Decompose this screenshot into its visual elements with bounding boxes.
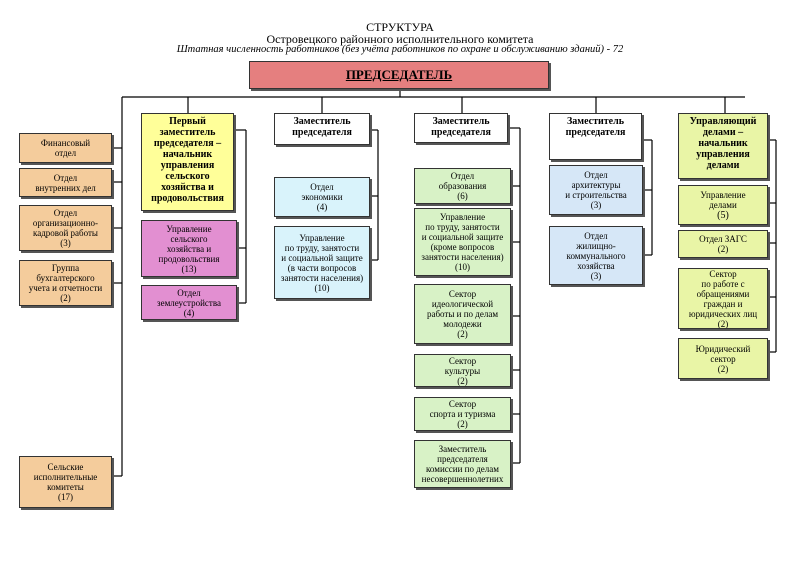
column-title: Заместитель председателя xyxy=(431,116,491,138)
unit-name: Группа бухгалтерского учета и отчетности xyxy=(28,263,103,293)
village-committees-box: Сельские исполнительные комитеты (17) xyxy=(19,456,112,508)
unit-count: (17) xyxy=(57,492,73,502)
unit-count: (4) xyxy=(316,202,328,212)
legal-sector: Юридический сектор (2) xyxy=(678,338,768,379)
unit-name: Отдел архитектуры и строительства xyxy=(565,170,627,200)
culture-sector: Сектор культуры (2) xyxy=(414,354,511,387)
unit-name: Сектор по работе с обращениями граждан и… xyxy=(688,268,758,319)
registry-office-department: Отдел ЗАГС (2) xyxy=(678,230,768,258)
unit-name: Отдел образования xyxy=(438,171,487,191)
unit-count: (4) xyxy=(183,307,195,318)
unit-count: (3) xyxy=(60,238,71,248)
unit-name: Управление делами xyxy=(700,189,746,210)
unit-count: (2) xyxy=(717,318,729,329)
housing-utilities-department: Отдел жилищно- коммунального хозяйства (… xyxy=(549,226,643,285)
left-unit-accounting: Группа бухгалтерского учета и отчетности… xyxy=(19,260,112,306)
first-deputy-head: Первый заместитель председателя – началь… xyxy=(141,113,234,211)
staff-note: Штатная численность работников (без учёт… xyxy=(176,44,624,55)
education-department: Отдел образования (6) xyxy=(414,168,511,204)
unit-name: Сектор культуры xyxy=(444,355,481,376)
citizen-appeals-sector: Сектор по работе с обращениями граждан и… xyxy=(678,268,768,329)
architecture-construction-department: Отдел архитектуры и строительства (3) xyxy=(549,165,643,215)
column-title: Заместитель председателя xyxy=(565,116,626,138)
unit-name: Финансовый отдел xyxy=(40,138,91,158)
unit-name: Сектор спорта и туризма xyxy=(429,399,496,419)
manager-head: Управляющий делами – начальник управлени… xyxy=(678,113,768,179)
unit-count: (3) xyxy=(590,270,602,281)
unit-name: Отдел внутренних дел xyxy=(35,172,96,193)
page-title: СТРУКТУРА xyxy=(366,20,434,34)
land-management-department: Отдел землеустройства (4) xyxy=(141,285,237,320)
deputy-social-head: Заместитель председателя xyxy=(414,113,508,143)
left-unit-internal-affairs: Отдел внутренних дел xyxy=(19,168,112,197)
unit-name: Управление по труду, занятости и социаль… xyxy=(280,232,364,283)
juvenile-commission-deputy: Заместитель председателя комиссии по дел… xyxy=(414,440,511,488)
column-title: Первый заместитель председателя – началь… xyxy=(151,116,224,204)
column-title: Управляющий делами – начальник управлени… xyxy=(689,116,757,171)
ideology-youth-sector: Сектор идеологической работы и по делам … xyxy=(414,284,511,344)
page-subtitle: Островецкого районного исполнительного к… xyxy=(266,32,534,46)
unit-name: Сектор идеологической работы и по делам … xyxy=(426,289,499,329)
unit-name: Управление сельского хозяйства и продово… xyxy=(158,223,220,264)
unit-name: Отдел ЗАГС xyxy=(699,234,747,244)
unit-name: Сельские исполнительные комитеты xyxy=(33,462,98,492)
labor-social-protection-department: Управление по труду, занятости и социаль… xyxy=(414,208,511,276)
chairman-label: ПРЕДСЕДАТЕЛЬ xyxy=(345,67,453,82)
unit-count: (6) xyxy=(457,191,468,201)
unit-name: Заместитель председателя комиссии по дел… xyxy=(421,444,504,484)
deputy-construction-head: Заместитель председателя xyxy=(549,113,642,160)
unit-count: (5) xyxy=(717,209,729,221)
unit-count: (2) xyxy=(60,293,71,303)
unit-count: (13) xyxy=(181,263,197,274)
unit-name: Юридический сектор xyxy=(695,343,751,364)
sport-tourism-sector: Сектор спорта и туризма (2) xyxy=(414,397,511,431)
unit-count: (10) xyxy=(314,282,330,293)
unit-count: (3) xyxy=(590,200,602,210)
deputy-economy-head: Заместитель председателя xyxy=(274,113,370,145)
unit-name: Отдел жилищно- коммунального хозяйства xyxy=(566,230,626,271)
unit-count: (2) xyxy=(717,244,729,254)
left-unit-finance: Финансовый отдел xyxy=(19,133,112,163)
column-title: Заместитель председателя xyxy=(292,116,352,138)
economy-department: Отдел экономики (4) xyxy=(274,177,370,217)
unit-count: (2) xyxy=(457,419,468,429)
unit-name: Отдел землеустройства xyxy=(157,287,221,308)
labor-employment-department: Управление по труду, занятости и социаль… xyxy=(274,226,370,299)
unit-count: (2) xyxy=(717,363,729,374)
chairman-box: ПРЕДСЕДАТЕЛЬ xyxy=(249,61,549,89)
unit-count: (2) xyxy=(457,329,468,339)
agri-department: Управление сельского хозяйства и продово… xyxy=(141,220,237,277)
unit-count: (2) xyxy=(457,375,468,386)
left-unit-personnel: Отдел организационно- кадровой работы (3… xyxy=(19,205,112,251)
unit-count: (10) xyxy=(455,262,470,272)
unit-name: Управление по труду, занятости и социаль… xyxy=(421,212,504,262)
affairs-department: Управление делами (5) xyxy=(678,185,768,225)
unit-name: Отдел организационно- кадровой работы xyxy=(32,208,99,238)
unit-name: Отдел экономики xyxy=(301,182,343,202)
